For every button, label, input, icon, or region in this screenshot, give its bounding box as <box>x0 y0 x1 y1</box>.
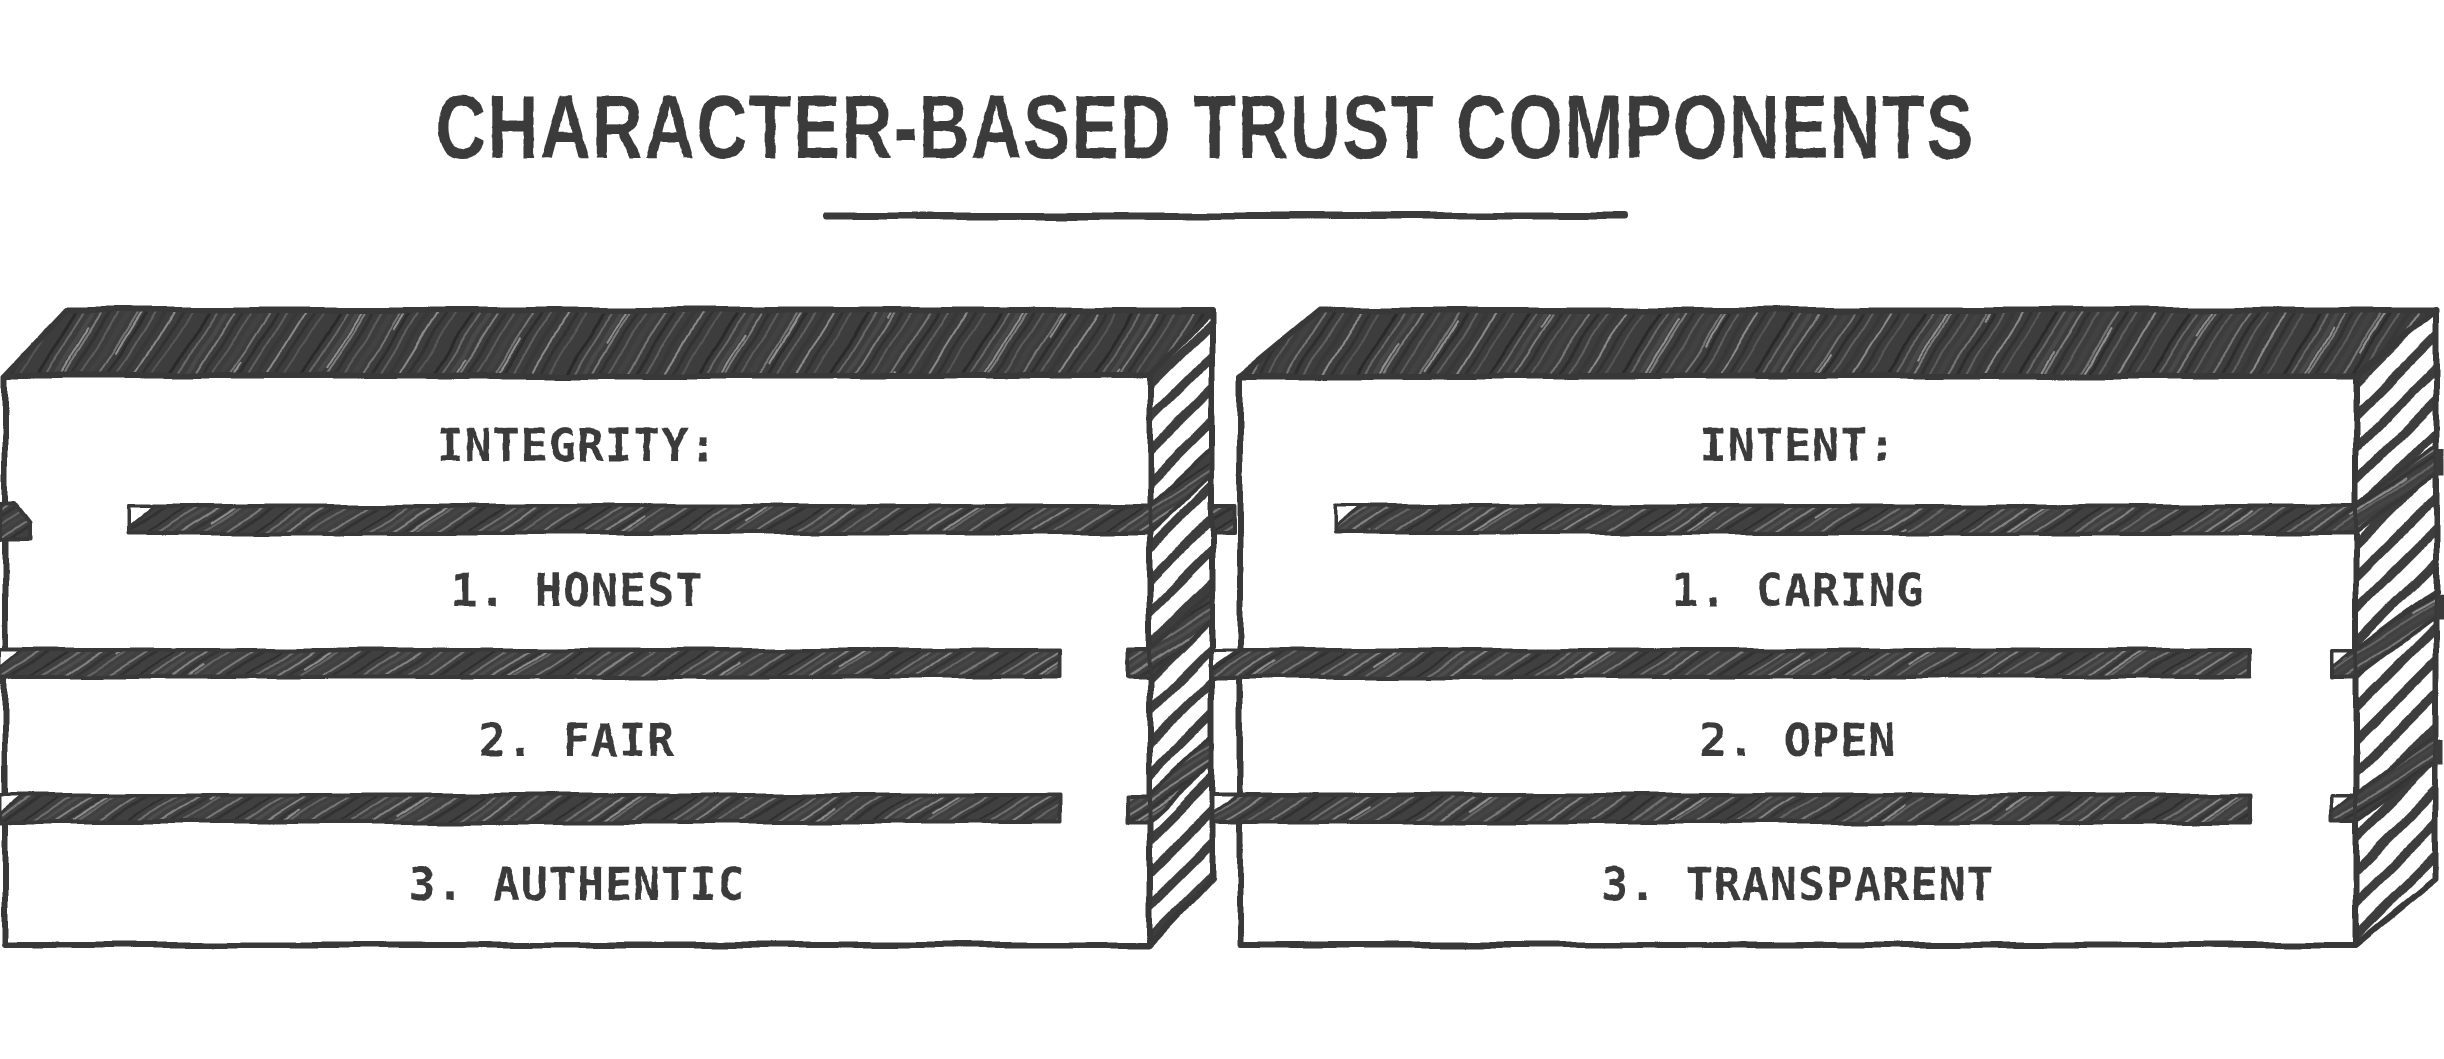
slat-notch <box>0 648 24 670</box>
slat-notch <box>2330 794 2354 814</box>
crate-integrity-header: INTEGRITY: <box>437 419 718 472</box>
labels: CHARACTER-BASED TRUST COMPONENTS INTEGRI… <box>408 78 1994 911</box>
crate-intent-item-1: 1. CARING <box>1672 564 1925 617</box>
slat <box>0 793 1062 824</box>
crate-integrity <box>0 307 1236 948</box>
crate-intent <box>1210 307 2444 948</box>
slat-notch <box>0 793 24 815</box>
crate-integrity-item-3: 3. AUTHENTIC <box>408 858 745 911</box>
slat <box>128 504 1152 535</box>
title-underline <box>822 212 1628 219</box>
slat-tab <box>2436 594 2444 620</box>
slat-notch <box>2330 649 2354 669</box>
crate-intent-header: INTENT: <box>1700 419 1897 472</box>
slat-tab <box>2436 450 2444 476</box>
slat-notch <box>1210 793 1240 815</box>
crate-top-face <box>2 307 1215 379</box>
slat-notch <box>1333 504 1363 529</box>
crate-top-face <box>1237 307 2439 379</box>
slat <box>1210 648 2252 679</box>
slat-tab <box>1126 649 1152 679</box>
crate-intent-item-2: 2. OPEN <box>1700 714 1897 767</box>
slat-notch <box>1210 648 1240 670</box>
slat <box>0 648 1062 679</box>
slat-notch <box>128 504 158 529</box>
slat-tab <box>0 502 31 542</box>
slat <box>1210 793 2252 824</box>
diagram-title: CHARACTER-BASED TRUST COMPONENTS <box>435 78 1974 178</box>
crate-intent-item-3: 3. TRANSPARENT <box>1601 858 1994 911</box>
slat <box>1333 504 2358 535</box>
crate-integrity-item-1: 1. HONEST <box>451 564 704 617</box>
slat-tab <box>1126 794 1152 824</box>
slat-tab <box>2436 739 2444 765</box>
crate-integrity-item-2: 2. FAIR <box>479 714 676 767</box>
sketch-shapes <box>0 212 2444 948</box>
slat-tab <box>1210 503 1236 535</box>
